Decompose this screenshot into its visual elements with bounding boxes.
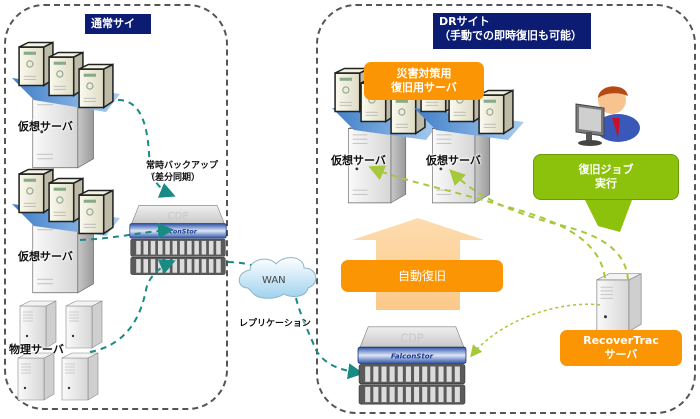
backup-connectors <box>79 99 364 380</box>
normal-site-frame <box>4 4 228 410</box>
dr-site-title-line1: DRサイト <box>439 15 490 28</box>
recovery-job-callout-line1: 復旧ジョブ <box>578 163 634 176</box>
recovery-job-callout: 復旧ジョブ 実行 <box>533 154 679 200</box>
recovery-connectors <box>368 165 629 281</box>
recovertrac-to-cdp-connector <box>470 303 601 358</box>
backup-label-line1: 常時バックアップ <box>146 161 219 171</box>
recovery-job-callout-line2: 実行 <box>595 177 617 190</box>
dr-virtual-server-group-2 <box>414 67 524 204</box>
cdp-appliance-dr <box>357 326 467 405</box>
backup-label-line2: （差分同期） <box>146 173 201 183</box>
recovertrac-label-line2: サーバ <box>604 348 638 361</box>
replication-label: レプリケーション <box>239 319 311 329</box>
recovertrac-label: RecoverTrac サーバ <box>560 330 682 366</box>
cdp-appliance-source <box>129 204 227 276</box>
recovertrac-server <box>596 273 642 333</box>
operator-icon <box>575 86 640 146</box>
dr-site-title: DRサイト （手動での即時復旧も可能） <box>433 13 591 49</box>
virtual-server-group-1 <box>12 41 120 169</box>
virtual-server-label-2: 仮想サーバ <box>18 250 73 263</box>
dr-virtual-server-label-2: 仮想サーバ <box>426 154 481 167</box>
recovertrac-label-line1: RecoverTrac <box>583 334 659 347</box>
virtual-server-group-2 <box>12 168 120 294</box>
dr-virtual-server-group-1 <box>332 67 440 204</box>
wan-cloud <box>238 257 317 299</box>
virtual-server-label-1: 仮想サーバ <box>18 120 73 133</box>
auto-recovery-label: 自動復旧 <box>341 260 503 292</box>
dr-site-frame <box>316 4 696 414</box>
recovery-servers-callout-line1: 災害対策用 <box>396 67 452 80</box>
backup-label: 常時バックアップ （差分同期） <box>146 160 218 184</box>
normal-site-title: 通常サイト <box>85 14 151 46</box>
recovery-job-pointer <box>585 200 632 232</box>
dr-virtual-server-label-1: 仮想サーバ <box>331 154 386 167</box>
recovery-servers-callout: 災害対策用 復旧用サーバ <box>364 62 484 100</box>
dr-site-title-line2: （手動での即時復旧も可能） <box>439 29 582 42</box>
physical-server-label: 物理サーバ <box>9 343 64 356</box>
wan-label: WAN <box>262 275 286 286</box>
recovery-servers-callout-line2: 復旧用サーバ <box>391 81 457 94</box>
